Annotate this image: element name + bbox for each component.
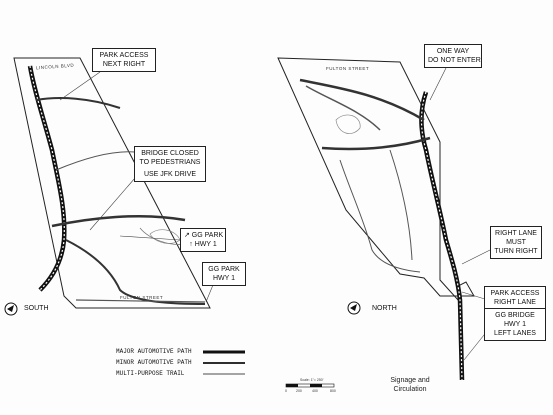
right-trail-1 [389, 149, 413, 261]
right-panel-boundary [277, 57, 475, 302]
scale-tick-200: 200 [296, 389, 302, 393]
legend-label-minor: MINOR AUTOMOTIVE PATH [116, 359, 192, 366]
left-panel-boundary [13, 57, 211, 309]
legend-label-trail: MULTI-PURPOSE TRAIL [116, 370, 185, 377]
sign-right-lane-must-turn-right: RIGHT LANE MUST TURN RIGHT [490, 226, 542, 259]
left-major-road [27, 65, 67, 292]
scale-label: Scale: 1"= 250' [300, 378, 324, 382]
sign-park-access-next-right: PARK ACCESS NEXT RIGHT [92, 48, 156, 72]
street-label-fulton-right: FULTON STREET [326, 66, 370, 71]
direction-label-south: SOUTH [24, 305, 49, 312]
left-minor-road-curve [55, 151, 136, 171]
sign-one-way: ONE WAY DO NOT ENTER [424, 44, 482, 68]
right-major-road-centerline [420, 91, 463, 381]
fulton-road-left [75, 299, 206, 303]
sign-park-access-right-lane: PARK ACCESS RIGHT LANE [484, 286, 546, 309]
sheet-caption: Signage and Circulation [390, 377, 430, 393]
right-lake [335, 114, 361, 134]
right-trail-2 [339, 159, 421, 273]
legend-label-major: MAJOR AUTOMOTIVE PATH [116, 348, 192, 355]
scale-tick-800: 800 [330, 389, 336, 393]
sign-gg-park-hwy1: GG PARK HWY 1 [202, 262, 246, 286]
right-major-road [419, 91, 465, 381]
scale-tick-400: 400 [312, 389, 318, 393]
street-label-fulton-left: FULTON STREET [120, 295, 164, 300]
sign-gg-park-hwy1-arrows: ↗ GG PARK ↑ HWY 1 [180, 228, 226, 252]
right-minor-road-inner [305, 85, 381, 131]
sign-bridge-closed: BRIDGE CLOSED TO PEDESTRIANS USE JFK DRI… [134, 146, 206, 182]
right-cross-road [321, 136, 431, 151]
direction-label-north: NORTH [372, 305, 397, 312]
left-minor-road-north [35, 97, 121, 109]
left-minor-road-south [65, 239, 206, 305]
left-cross-road [51, 214, 186, 228]
right-minor-road-fulton [299, 78, 425, 122]
sign-gg-bridge-left-lanes: GG BRIDGE HWY 1 LEFT LANES [484, 308, 546, 341]
scale-tick-0: 0 [285, 389, 287, 393]
